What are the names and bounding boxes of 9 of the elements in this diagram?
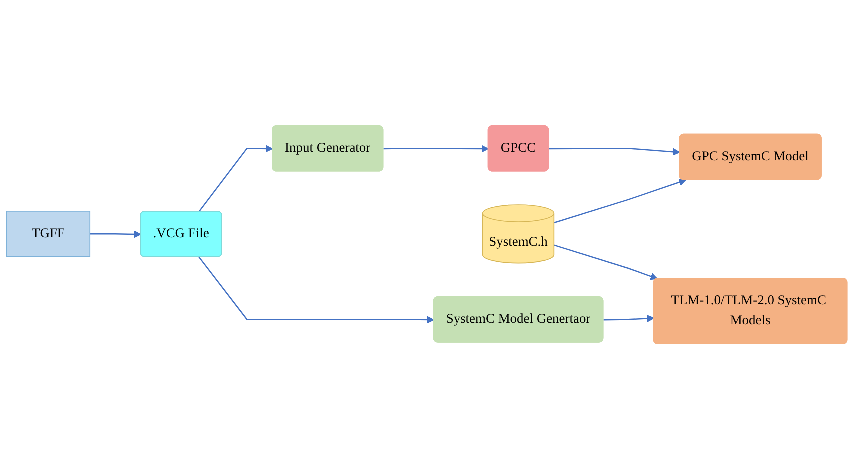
arrow (554, 178, 686, 224)
arrow (604, 315, 655, 322)
arrow (198, 256, 434, 324)
arrow (198, 145, 274, 212)
arrow (384, 145, 490, 153)
arrow (90, 230, 142, 238)
node-box: TGFF (6, 211, 91, 258)
arrow (549, 148, 680, 156)
arrow (554, 244, 658, 280)
